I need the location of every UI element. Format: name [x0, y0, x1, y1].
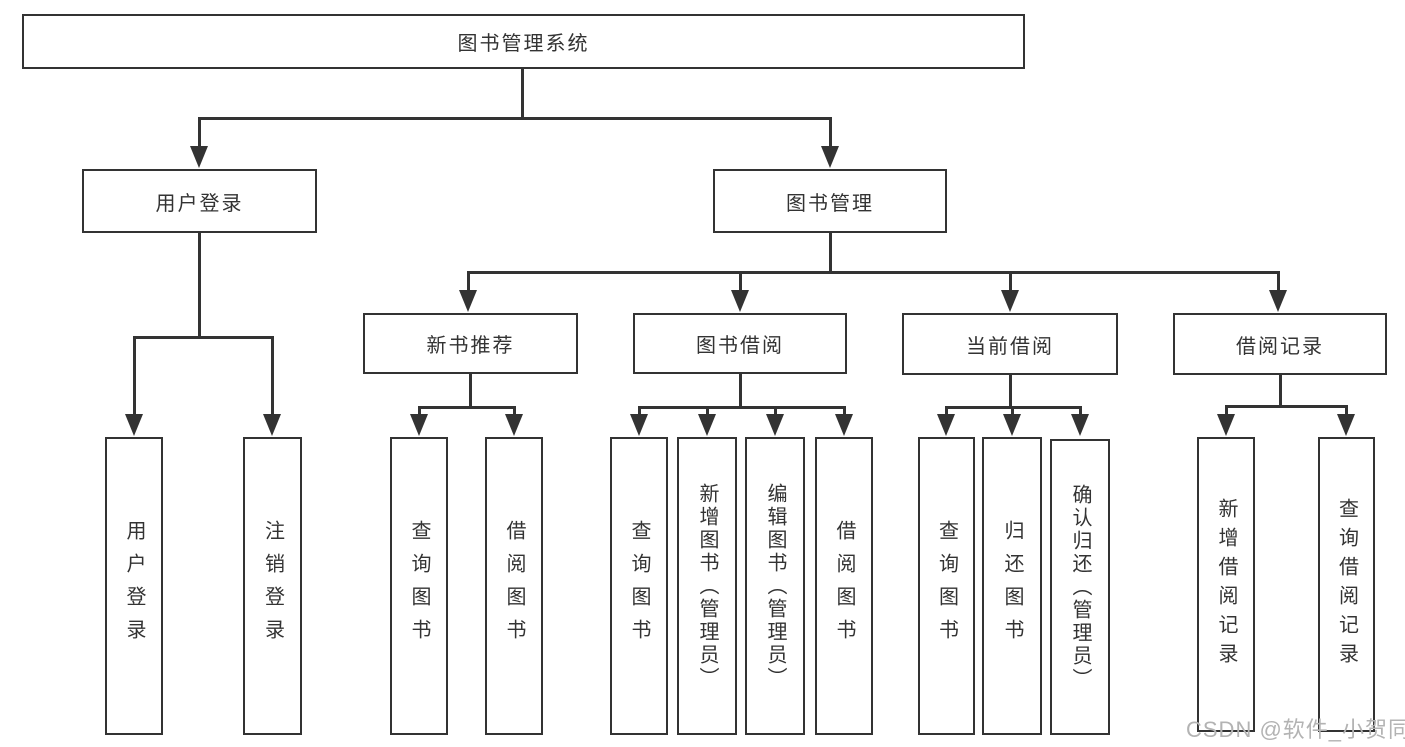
- connector-level2-rail: [198, 117, 832, 120]
- leaf-query-books-borrow: 查询图书: [610, 437, 668, 735]
- arrow-down-icon: [125, 414, 143, 436]
- connector-arrow-shaft: [1277, 271, 1280, 294]
- node-library-management-system: 图书管理系统: [22, 14, 1025, 69]
- arrow-down-icon: [263, 414, 281, 436]
- connector-current-borrow-stub: [1009, 375, 1012, 408]
- node-user-login: 用户登录: [82, 169, 317, 233]
- leaf-confirm-return-admin: 确认归还（管理员）: [1050, 439, 1110, 735]
- node-book-management: 图书管理: [713, 169, 947, 233]
- leaf-label: 编辑图书（管理员）: [764, 482, 786, 690]
- connector-arrow-shaft: [271, 336, 274, 418]
- arrow-down-icon: [630, 414, 648, 436]
- leaf-label: 借阅图书: [503, 520, 525, 652]
- connector-arrow-shaft: [467, 271, 470, 294]
- connector-arrow-shaft: [1009, 271, 1012, 294]
- arrow-down-icon: [731, 290, 749, 312]
- leaf-logout: 注销登录: [243, 437, 302, 735]
- leaf-label: 用户登录: [123, 520, 145, 652]
- csdn-watermark: CSDN @软件_小贺同学: [1186, 717, 1405, 742]
- arrow-down-icon: [1217, 414, 1235, 436]
- connector-arrow-shaft: [1225, 405, 1228, 418]
- leaf-label: 确认归还（管理员）: [1069, 483, 1091, 691]
- connector-level3-rail: [467, 271, 1280, 274]
- leaf-edit-books-admin: 编辑图书（管理员）: [745, 437, 805, 735]
- leaf-query-books-recommend: 查询图书: [390, 437, 448, 735]
- connector-arrow-shaft: [843, 406, 846, 418]
- arrow-down-icon: [1001, 290, 1019, 312]
- arrow-down-icon: [821, 146, 839, 168]
- arrow-down-icon: [410, 414, 428, 436]
- node-current-borrow: 当前借阅: [902, 313, 1118, 375]
- connector-arrow-shaft: [1011, 406, 1014, 418]
- leaf-add-books-admin: 新增图书（管理员）: [677, 437, 737, 735]
- connector-book-management-stub: [829, 233, 832, 273]
- arrow-down-icon: [459, 290, 477, 312]
- leaf-borrow-books-recommend: 借阅图书: [485, 437, 543, 735]
- leaf-label: 新增图书（管理员）: [696, 482, 718, 690]
- leaf-add-borrow-record: 新增借阅记录: [1197, 437, 1255, 732]
- arrow-down-icon: [766, 414, 784, 436]
- leaf-label: 新增借阅记录: [1215, 497, 1237, 672]
- connector-root-stub: [521, 69, 524, 119]
- arrow-down-icon: [698, 414, 716, 436]
- node-new-book-recommend: 新书推荐: [363, 313, 578, 374]
- leaf-query-books-current: 查询图书: [918, 437, 975, 735]
- arrow-down-icon: [1269, 290, 1287, 312]
- connector-arrow-shaft: [1345, 405, 1348, 418]
- leaf-borrow-books: 借阅图书: [815, 437, 873, 735]
- connector-user-login-stub: [198, 233, 201, 338]
- connector-arrow-shaft: [1079, 406, 1082, 418]
- leaf-label: 归还图书: [1001, 520, 1023, 652]
- leaf-user-login: 用户登录: [105, 437, 163, 735]
- connector-book-borrow-rail: [638, 406, 846, 409]
- connector-arrow-shaft: [739, 271, 742, 294]
- leaf-query-borrow-record: 查询借阅记录: [1318, 437, 1375, 732]
- connector-arrow-shaft: [198, 117, 201, 150]
- leaf-label: 借阅图书: [833, 520, 855, 652]
- node-book-borrow: 图书借阅: [633, 313, 847, 374]
- arrow-down-icon: [1337, 414, 1355, 436]
- connector-user-login-rail: [134, 336, 274, 339]
- connector-borrow-record-rail: [1225, 405, 1348, 408]
- connector-arrow-shaft: [418, 406, 421, 418]
- leaf-label: 查询图书: [935, 520, 958, 652]
- connector-new-book-rail: [418, 406, 516, 409]
- arrow-down-icon: [505, 414, 523, 436]
- connector-arrow-shaft: [945, 406, 948, 418]
- connector-arrow-shaft: [706, 406, 709, 418]
- arrow-down-icon: [1003, 414, 1021, 436]
- connector-arrow-shaft: [638, 406, 641, 418]
- connector-book-borrow-stub: [739, 374, 742, 408]
- arrow-down-icon: [190, 146, 208, 168]
- arrow-down-icon: [937, 414, 955, 436]
- connector-new-book-stub: [469, 374, 472, 408]
- connector-arrow-shaft: [513, 406, 516, 418]
- connector-arrow-shaft: [829, 117, 832, 150]
- leaf-label: 查询图书: [408, 520, 430, 652]
- leaf-label: 注销登录: [261, 520, 284, 652]
- connector-arrow-shaft: [133, 336, 136, 418]
- leaf-label: 查询图书: [628, 520, 650, 652]
- connector-borrow-record-stub: [1279, 375, 1282, 407]
- leaf-label: 查询借阅记录: [1335, 497, 1358, 672]
- connector-arrow-shaft: [774, 406, 777, 418]
- leaf-return-books: 归还图书: [982, 437, 1042, 735]
- arrow-down-icon: [1071, 414, 1089, 436]
- node-borrow-record: 借阅记录: [1173, 313, 1387, 375]
- arrow-down-icon: [835, 414, 853, 436]
